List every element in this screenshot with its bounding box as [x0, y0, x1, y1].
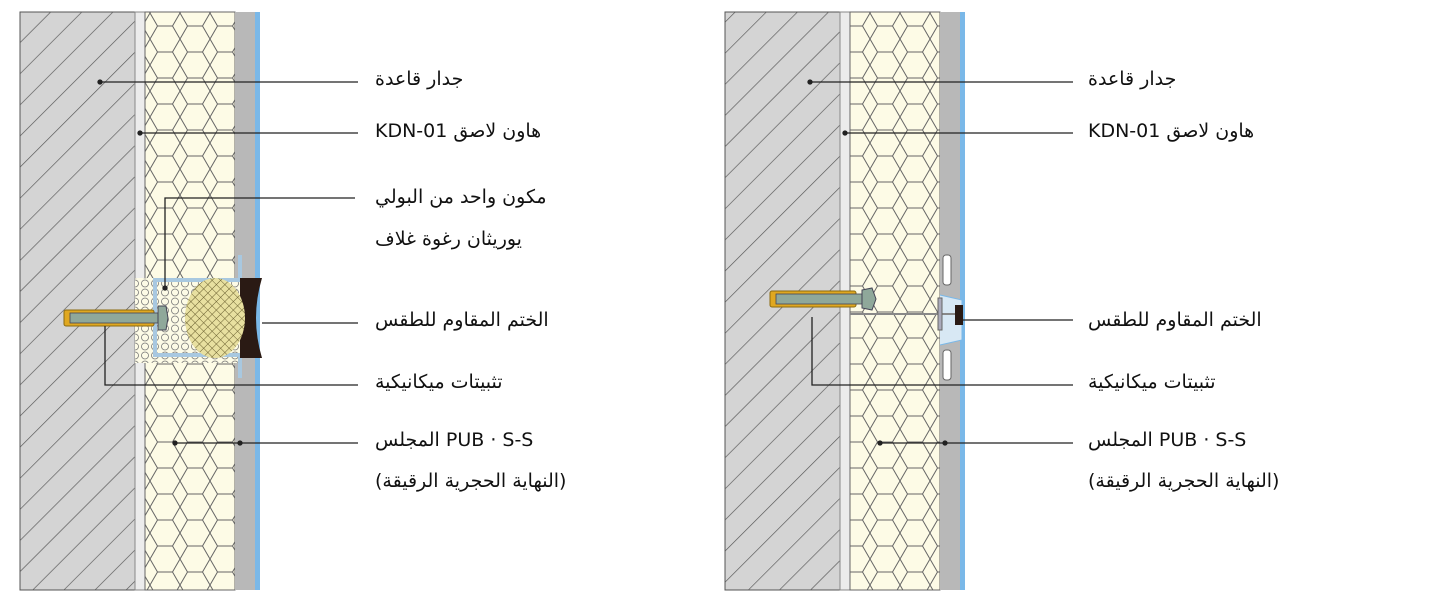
- label-adhesive: هاون لاصق KDN-01: [375, 120, 542, 142]
- label-weather-seal: الختم المقاوم للطقس: [375, 309, 549, 331]
- slot: [942, 349, 952, 381]
- surface-layer: [255, 12, 260, 590]
- screw-head: [157, 305, 169, 331]
- left-leader-lines: [97, 79, 358, 446]
- label-foam-line2: يوريثان رغوة غلاف: [375, 228, 522, 250]
- label-foam-line1: مكون واحد من البولي: [375, 186, 547, 208]
- backer-rod: [185, 278, 245, 358]
- slot: [942, 254, 952, 286]
- screw-head: [861, 287, 877, 311]
- label-board-line2: (النهاية الحجرية الرقيقة): [375, 470, 567, 492]
- label-base-wall: جدار قاعدة: [1088, 68, 1177, 90]
- fixing-plate: [937, 297, 943, 331]
- label-mechanical-fixings: تثبيتات ميكانيكية: [375, 371, 503, 393]
- label-weather-seal: الختم المقاوم للطقس: [1088, 309, 1262, 331]
- label-board-line2: (النهاية الحجرية الرقيقة): [1088, 470, 1280, 492]
- label-board-line1: PUB · S-S المجلس: [375, 429, 534, 451]
- left-wall-section: [19, 11, 262, 591]
- label-board-line1: PUB · S-S المجلس: [1088, 429, 1247, 451]
- weather-seal: [955, 305, 963, 325]
- label-adhesive: هاون لاصق KDN-01: [1088, 120, 1255, 142]
- anchor-screw: [775, 293, 863, 305]
- base-wall-layer: [19, 11, 136, 591]
- label-base-wall: جدار قاعدة: [375, 68, 464, 90]
- right-leader-lines: [807, 79, 1073, 446]
- right-wall-section: [724, 11, 965, 591]
- weather-seal: [240, 278, 262, 358]
- anchor-screw: [69, 312, 161, 324]
- label-mechanical-fixings: تثبيتات ميكانيكية: [1088, 371, 1216, 393]
